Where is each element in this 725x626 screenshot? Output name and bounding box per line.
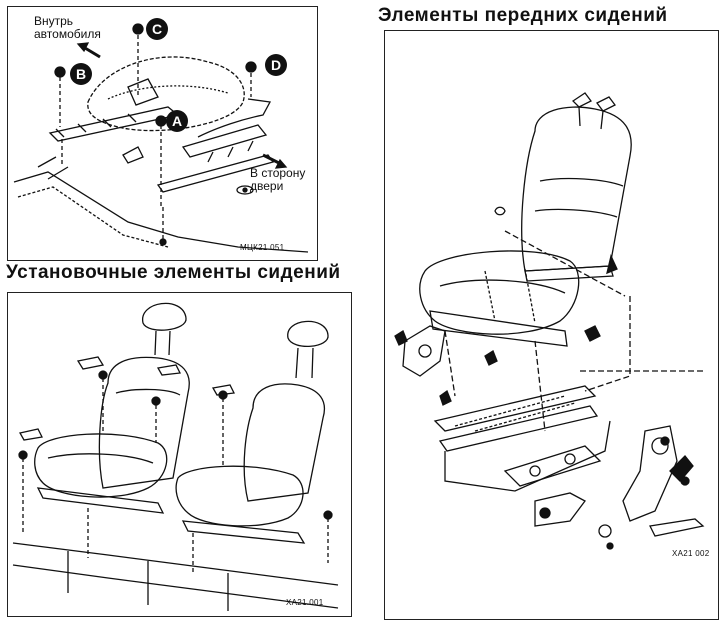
seat-mounting-drawing [8,7,319,262]
seat-mounting-diagram-panel: Внутрь автомобиля В сторону двери A B C … [7,6,318,261]
label-towards-door: В сторону двери [250,166,306,193]
seat-installation-diagram-panel: ХА21.001 [7,292,352,617]
arrow-up-left-icon [78,43,100,57]
diagram-code: ХА21.001 [286,598,324,607]
seat-installation-drawing [8,293,353,618]
front-seat-exploded-drawing [385,31,720,621]
front-seat-elements-diagram-panel: ХА21 002 [384,30,719,620]
section-heading-mounting: Установочные элементы сидений [6,262,341,283]
callout-b: B [70,63,92,85]
section-heading-front-seats: Элементы передних сидений [378,5,668,26]
label-towards-interior: Внутрь автомобиля [34,14,101,41]
arrow-down-right-icon [263,155,286,168]
callout-c: C [146,18,168,40]
callout-a: A [166,110,188,132]
diagram-code: ХА21 002 [672,549,710,558]
diagram-code: МЦК21 051 [240,243,285,252]
callout-d: D [265,54,287,76]
